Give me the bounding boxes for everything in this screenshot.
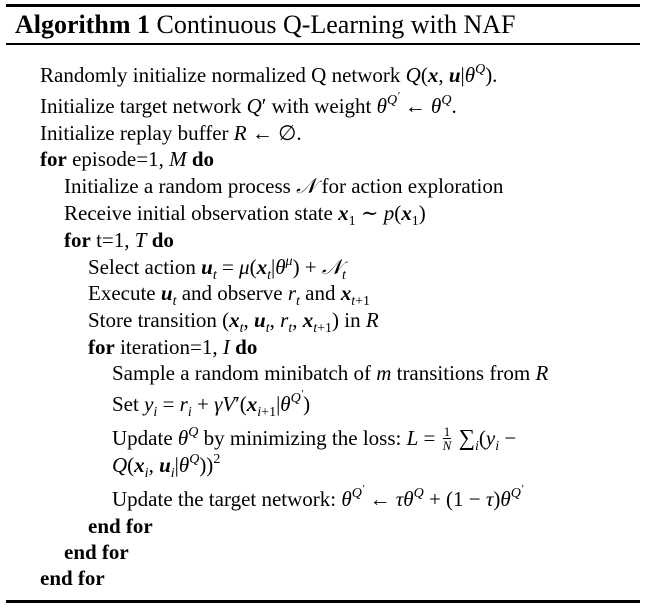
step-random-process: Initialize a random process 𝒩 for action… [64, 174, 504, 198]
step-text: Execute [88, 281, 156, 305]
loop-iteration: for iteration=1, I do [88, 335, 258, 359]
step-text: Receive initial observation state [64, 201, 333, 225]
top-rule [6, 4, 640, 7]
step-update-loss-continued: Q(xi, ui|θQ))2 [112, 452, 221, 481]
step-text: Initialize replay buffer [40, 121, 229, 145]
step-set-target: Set yi = ri + γV′(xi+1|θQ′) [112, 388, 311, 420]
step-text: Initialize a random process [64, 174, 291, 198]
bottom-rule [6, 600, 640, 603]
keyword-do: do [151, 228, 174, 252]
step-text: Initialize target network [40, 94, 242, 118]
step-text: transitions from [396, 361, 531, 385]
step-text: for action exploration [321, 174, 504, 198]
step-text: in [344, 308, 361, 332]
step-text: by minimizing the loss: [203, 426, 402, 450]
loop-timestep: for t=1, T do [64, 228, 174, 252]
algorithm-name: Continuous Q-Learning with NAF [156, 10, 516, 39]
step-text: iteration=1, [120, 335, 218, 359]
step-sample-minibatch: Sample a random minibatch of m transitio… [112, 361, 549, 385]
step-store-transition: Store transition (xt, ut, rt, xt+1) in R [88, 308, 379, 336]
keyword-do: do [191, 147, 215, 171]
step-text: Store transition [88, 308, 217, 332]
step-text: Set [112, 392, 139, 416]
step-text: Update the target network: [112, 487, 337, 511]
step-update-target: Update the target network: θQ′ ← τθQ + (… [112, 483, 524, 512]
step-text: Sample a random minibatch of [112, 361, 371, 385]
loop-episode: for episode=1, M do [40, 147, 215, 171]
keyword-for: for [88, 335, 115, 359]
step-init-target: Initialize target network Q′ with weight… [40, 90, 457, 119]
header-rule [6, 43, 640, 45]
step-text: and observe [181, 281, 283, 305]
step-text: with weight [271, 94, 372, 118]
keyword-do: do [235, 335, 258, 359]
step-text: t=1, [96, 228, 130, 252]
keyword-for: for [40, 147, 67, 171]
step-init-buffer: Initialize replay buffer R ← ∅. [40, 121, 302, 145]
keyword-for: for [64, 228, 91, 252]
step-text: Select action [88, 255, 196, 279]
algorithm-label: Algorithm 1 [15, 10, 151, 39]
step-observe-initial: Receive initial observation state x1 ∼ p… [64, 201, 426, 229]
step-select-action: Select action ut = μ(xt|θμ) + 𝒩t [88, 254, 346, 283]
step-text: Update [112, 426, 173, 450]
end-for-timestep: end for [64, 540, 129, 564]
step-text: Randomly initialize normalized Q network [40, 63, 401, 87]
end-for-episode: end for [40, 566, 105, 590]
algorithm-title: Algorithm 1 Continuous Q-Learning with N… [15, 9, 515, 41]
step-execute: Execute ut and observe rt and xt+1 [88, 281, 371, 309]
step-init-network: Randomly initialize normalized Q network… [40, 62, 498, 88]
step-text: episode=1, [72, 147, 164, 171]
step-text: and [305, 281, 336, 305]
end-for-iteration: end for [88, 514, 153, 538]
